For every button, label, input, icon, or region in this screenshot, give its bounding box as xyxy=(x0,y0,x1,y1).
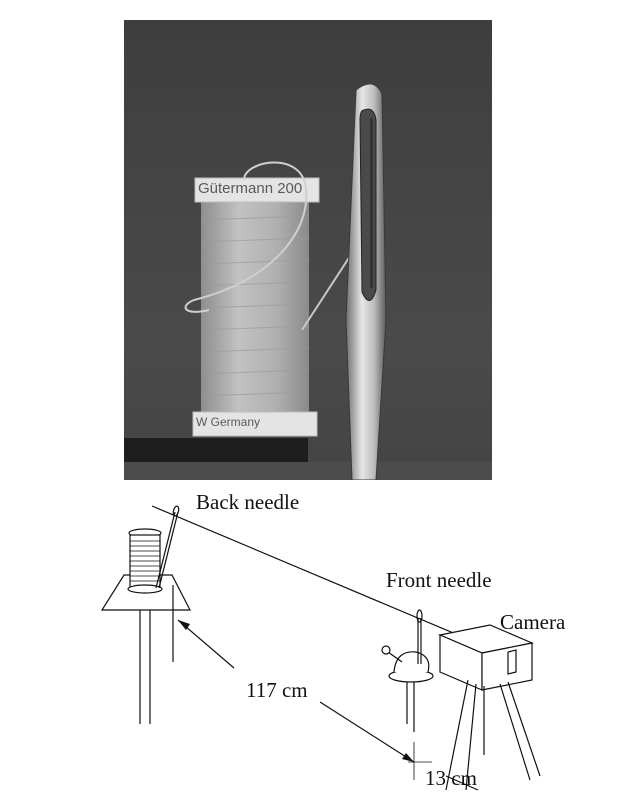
distance-117cm-label: 117 cm xyxy=(246,678,308,702)
dimension-13cm xyxy=(408,742,479,791)
needle-spool-photo xyxy=(124,20,492,480)
front-needle xyxy=(416,609,423,664)
spool-top-cap xyxy=(194,177,320,203)
loose-thread xyxy=(184,161,308,313)
camera-label: Camera xyxy=(500,610,566,634)
back-spool xyxy=(127,528,163,594)
dimension-117cm xyxy=(177,619,415,763)
front-needle-label: Front needle xyxy=(386,568,492,592)
distance-13cm-label: 13 cm xyxy=(425,766,477,790)
spool-brand-label: Gütermann 200 xyxy=(198,181,303,196)
photo-shelf xyxy=(124,438,308,462)
needle-eye xyxy=(359,108,377,301)
thread-spool xyxy=(184,161,355,437)
back-needle xyxy=(155,505,180,589)
camera xyxy=(437,624,535,691)
spool-bottom-cap xyxy=(192,411,318,437)
tripod xyxy=(445,679,541,791)
front-needle-photo xyxy=(345,83,387,480)
back-needle-label: Back needle xyxy=(196,490,300,514)
setup-diagram xyxy=(100,505,541,791)
front-stand xyxy=(381,645,434,732)
spool-origin-label: W Germany xyxy=(196,415,261,429)
